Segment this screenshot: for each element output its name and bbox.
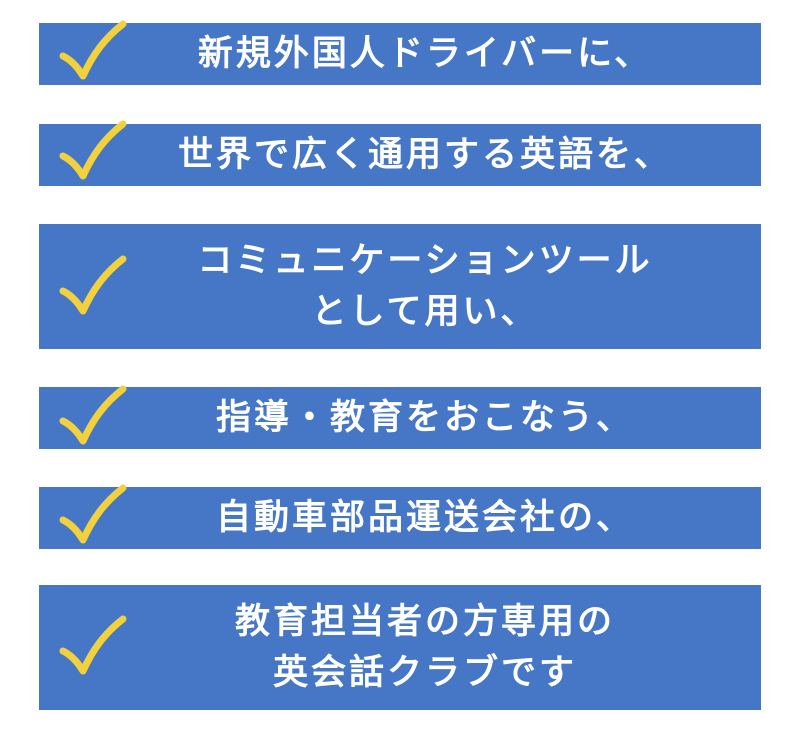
banner-6-text: 教育担当者の方専用の 英会話クラブです bbox=[185, 597, 615, 699]
banner-5-text: 自動車部品運送会社の、 bbox=[166, 493, 634, 544]
banner-2-text: 世界で広く通用する英語を、 bbox=[128, 130, 672, 181]
check-icon bbox=[57, 255, 127, 319]
banner-6: 教育担当者の方専用の 英会話クラブです bbox=[39, 585, 761, 710]
banner-4-text: 指導・教育をおこなう、 bbox=[166, 393, 634, 444]
banner-5: 自動車部品運送会社の、 bbox=[39, 487, 761, 549]
banner-6-line-1: 教育担当者の方専用の bbox=[234, 601, 615, 642]
banner-6-line-2: 英会話クラブです bbox=[272, 652, 577, 693]
banner-4: 指導・教育をおこなう、 bbox=[39, 387, 761, 449]
banner-1-text: 新規外国人ドライバーに、 bbox=[148, 29, 652, 80]
banner-2-line-1: 世界で広く通用する英語を、 bbox=[177, 134, 672, 175]
banner-3-text: コミュニケーションツール として用い、 bbox=[147, 236, 652, 338]
banner-1: 新規外国人ドライバーに、 bbox=[39, 23, 761, 85]
banner-2: 世界で広く通用する英語を、 bbox=[39, 124, 761, 186]
check-icon bbox=[57, 20, 127, 84]
banner-3-line-1: コミュニケーションツール bbox=[197, 240, 653, 281]
check-icon bbox=[57, 484, 127, 548]
check-icon bbox=[57, 615, 127, 679]
banner-3: コミュニケーションツール として用い、 bbox=[39, 224, 761, 349]
check-icon bbox=[57, 120, 127, 184]
banner-5-line-1: 自動車部品運送会社の、 bbox=[215, 497, 634, 538]
banner-3-line-2: として用い、 bbox=[311, 291, 539, 332]
banner-4-line-1: 指導・教育をおこなう、 bbox=[215, 397, 634, 438]
check-icon bbox=[57, 385, 127, 449]
banner-1-line-1: 新規外国人ドライバーに、 bbox=[197, 33, 653, 74]
